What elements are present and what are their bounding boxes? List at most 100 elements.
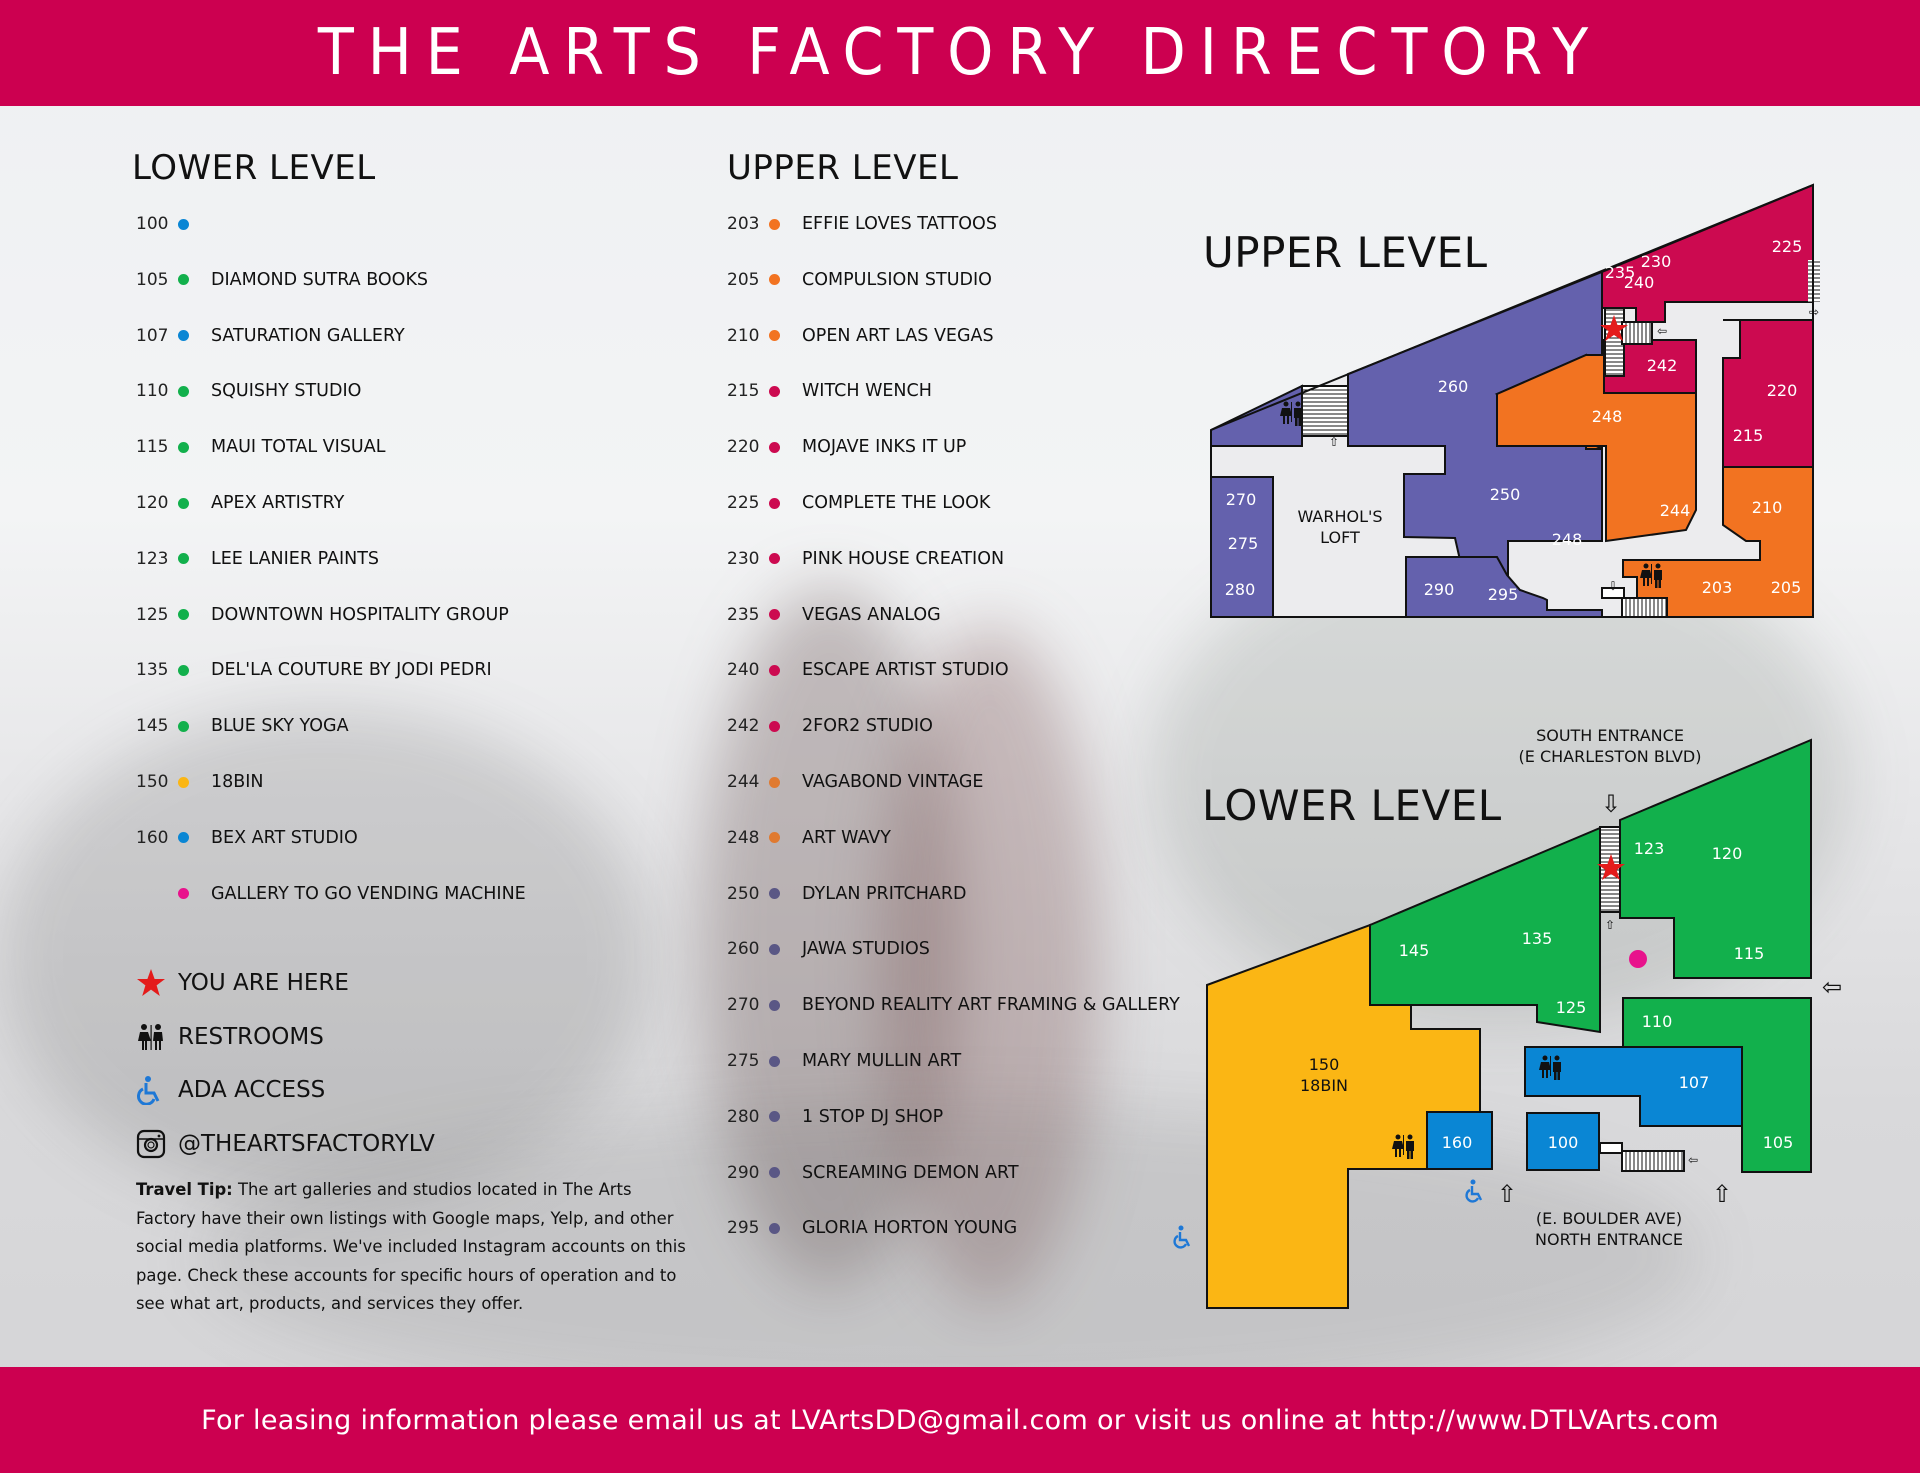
unit-label-290: 290 [1424,580,1455,599]
warhols-loft-label-2: LOFT [1320,528,1360,547]
tenant-name: DEL'LA COUTURE BY JODI PEDRI [211,660,492,681]
travel-tip: Travel Tip: The art galleries and studio… [136,1176,696,1319]
tenant-name: VEGAS ANALOG [802,604,941,625]
legend-ada-access: ADA ACCESS [136,1075,325,1105]
unit-label-110: 110 [1642,1012,1673,1031]
unit-150-name: 18BIN [1300,1076,1348,1095]
unit-number: 205 [727,269,760,290]
color-dot-icon [769,553,780,565]
restroom-icon-upper-a [1280,401,1302,426]
unit-number: 150 [136,772,169,792]
unit-label-215: 215 [1733,426,1764,445]
unit-label-105: 105 [1763,1133,1794,1152]
upper-map-title: UPPER LEVEL [1203,228,1488,277]
unit-160 [1426,1111,1493,1170]
directory-row: 244 VAGABOND VINTAGE [727,770,984,794]
tenant-name: DYLAN PRITCHARD [802,883,967,904]
north-entrance-arrow-icon-b: ⇧ [1712,1181,1732,1208]
unit-number: 260 [727,939,760,960]
unit-label-205: 205 [1771,578,1802,597]
color-dot-icon [769,274,780,286]
arrow-right-icon: ⇨ [1809,305,1819,319]
directory-row: GALLERY TO GO VENDING MACHINE [136,882,526,906]
unit-number: 244 [727,772,760,792]
tenant-name: DIAMOND SUTRA BOOKS [211,269,429,290]
color-dot-icon [178,330,189,342]
unit-label-244: 244 [1660,501,1691,520]
unit-number: 250 [727,883,760,904]
wheelchair-icon-map-a [1465,1179,1483,1203]
unit-number: 235 [727,604,760,625]
unit-107 [1524,1046,1743,1127]
unit-number: 280 [727,1106,760,1127]
north-entrance-label-1: (E. BOULDER AVE) [1536,1209,1682,1228]
tenant-name: SCREAMING DEMON ART [802,1162,1019,1183]
color-dot-icon [769,218,780,230]
leasing-info[interactable]: For leasing information please email us … [201,1404,1719,1436]
unit-number: 110 [136,381,169,402]
color-dot-icon [178,497,189,509]
travel-tip-label: Travel Tip: [136,1180,233,1199]
tenant-name: PINK HOUSE CREATION [802,548,1005,569]
lower-map-title: LOWER LEVEL [1202,781,1502,830]
tenant-name: COMPLETE THE LOOK [802,493,991,513]
unit-number: 120 [136,493,169,513]
unit-label-230: 230 [1641,252,1672,271]
unit-label-240: 240 [1624,273,1655,292]
wheelchair-icon [136,1075,166,1105]
color-dot-icon [178,218,189,230]
unit-number: 295 [727,1218,760,1239]
tenant-name: BEX ART STUDIO [211,827,358,848]
unit-number: 215 [727,381,760,402]
legend-restrooms: RESTROOMS [136,1022,324,1052]
color-dot-icon [178,776,189,788]
unit-number: 203 [727,214,760,234]
tenant-name: VAGABOND VINTAGE [802,772,984,792]
arrow-left-icon: ⇦ [1657,324,1667,338]
footer-bar: For leasing information please email us … [0,1367,1920,1473]
unit-123-120-115 [1619,738,1812,979]
arrow-left-icon: ⇦ [1688,1153,1698,1167]
legend-you-are-here: YOU ARE HERE [136,968,349,998]
unit-number: 145 [136,716,169,737]
unit-260-250 [1347,270,1603,584]
page-title: THE ARTS FACTORY DIRECTORY [317,16,1603,90]
tenant-name: JAWA STUDIOS [802,939,930,960]
south-entrance-label-2: (E CHARLESTON BLVD) [1519,747,1702,766]
arrow-down-icon: ⇩ [1608,579,1618,593]
arrow-up-icon: ⇧ [1605,918,1615,932]
unit-number: 248 [727,827,760,848]
unit-number: 242 [727,716,760,737]
unit-label-115: 115 [1734,944,1765,963]
unit-label-220: 220 [1767,381,1798,400]
color-dot-icon [178,832,189,844]
unit-number: 107 [136,325,169,346]
unit-label-107: 107 [1679,1073,1710,1092]
wheelchair-icon-map-b [1173,1225,1191,1249]
unit-label-160: 160 [1442,1133,1473,1152]
unit-label-125: 125 [1556,998,1587,1017]
color-dot-icon [769,1055,780,1067]
color-dot-icon [769,832,780,844]
legend-instagram[interactable]: @THEARTSFACTORYLV [136,1129,435,1159]
unit-number: 125 [136,604,169,625]
unit-label-248: 248 [1592,407,1623,426]
unit-label-242: 242 [1647,356,1678,375]
upper-level-directory: UPPER LEVEL [727,148,958,188]
arrow-up-icon: ⇧ [1329,435,1339,449]
tenant-name: GALLERY TO GO VENDING MACHINE [211,883,526,904]
